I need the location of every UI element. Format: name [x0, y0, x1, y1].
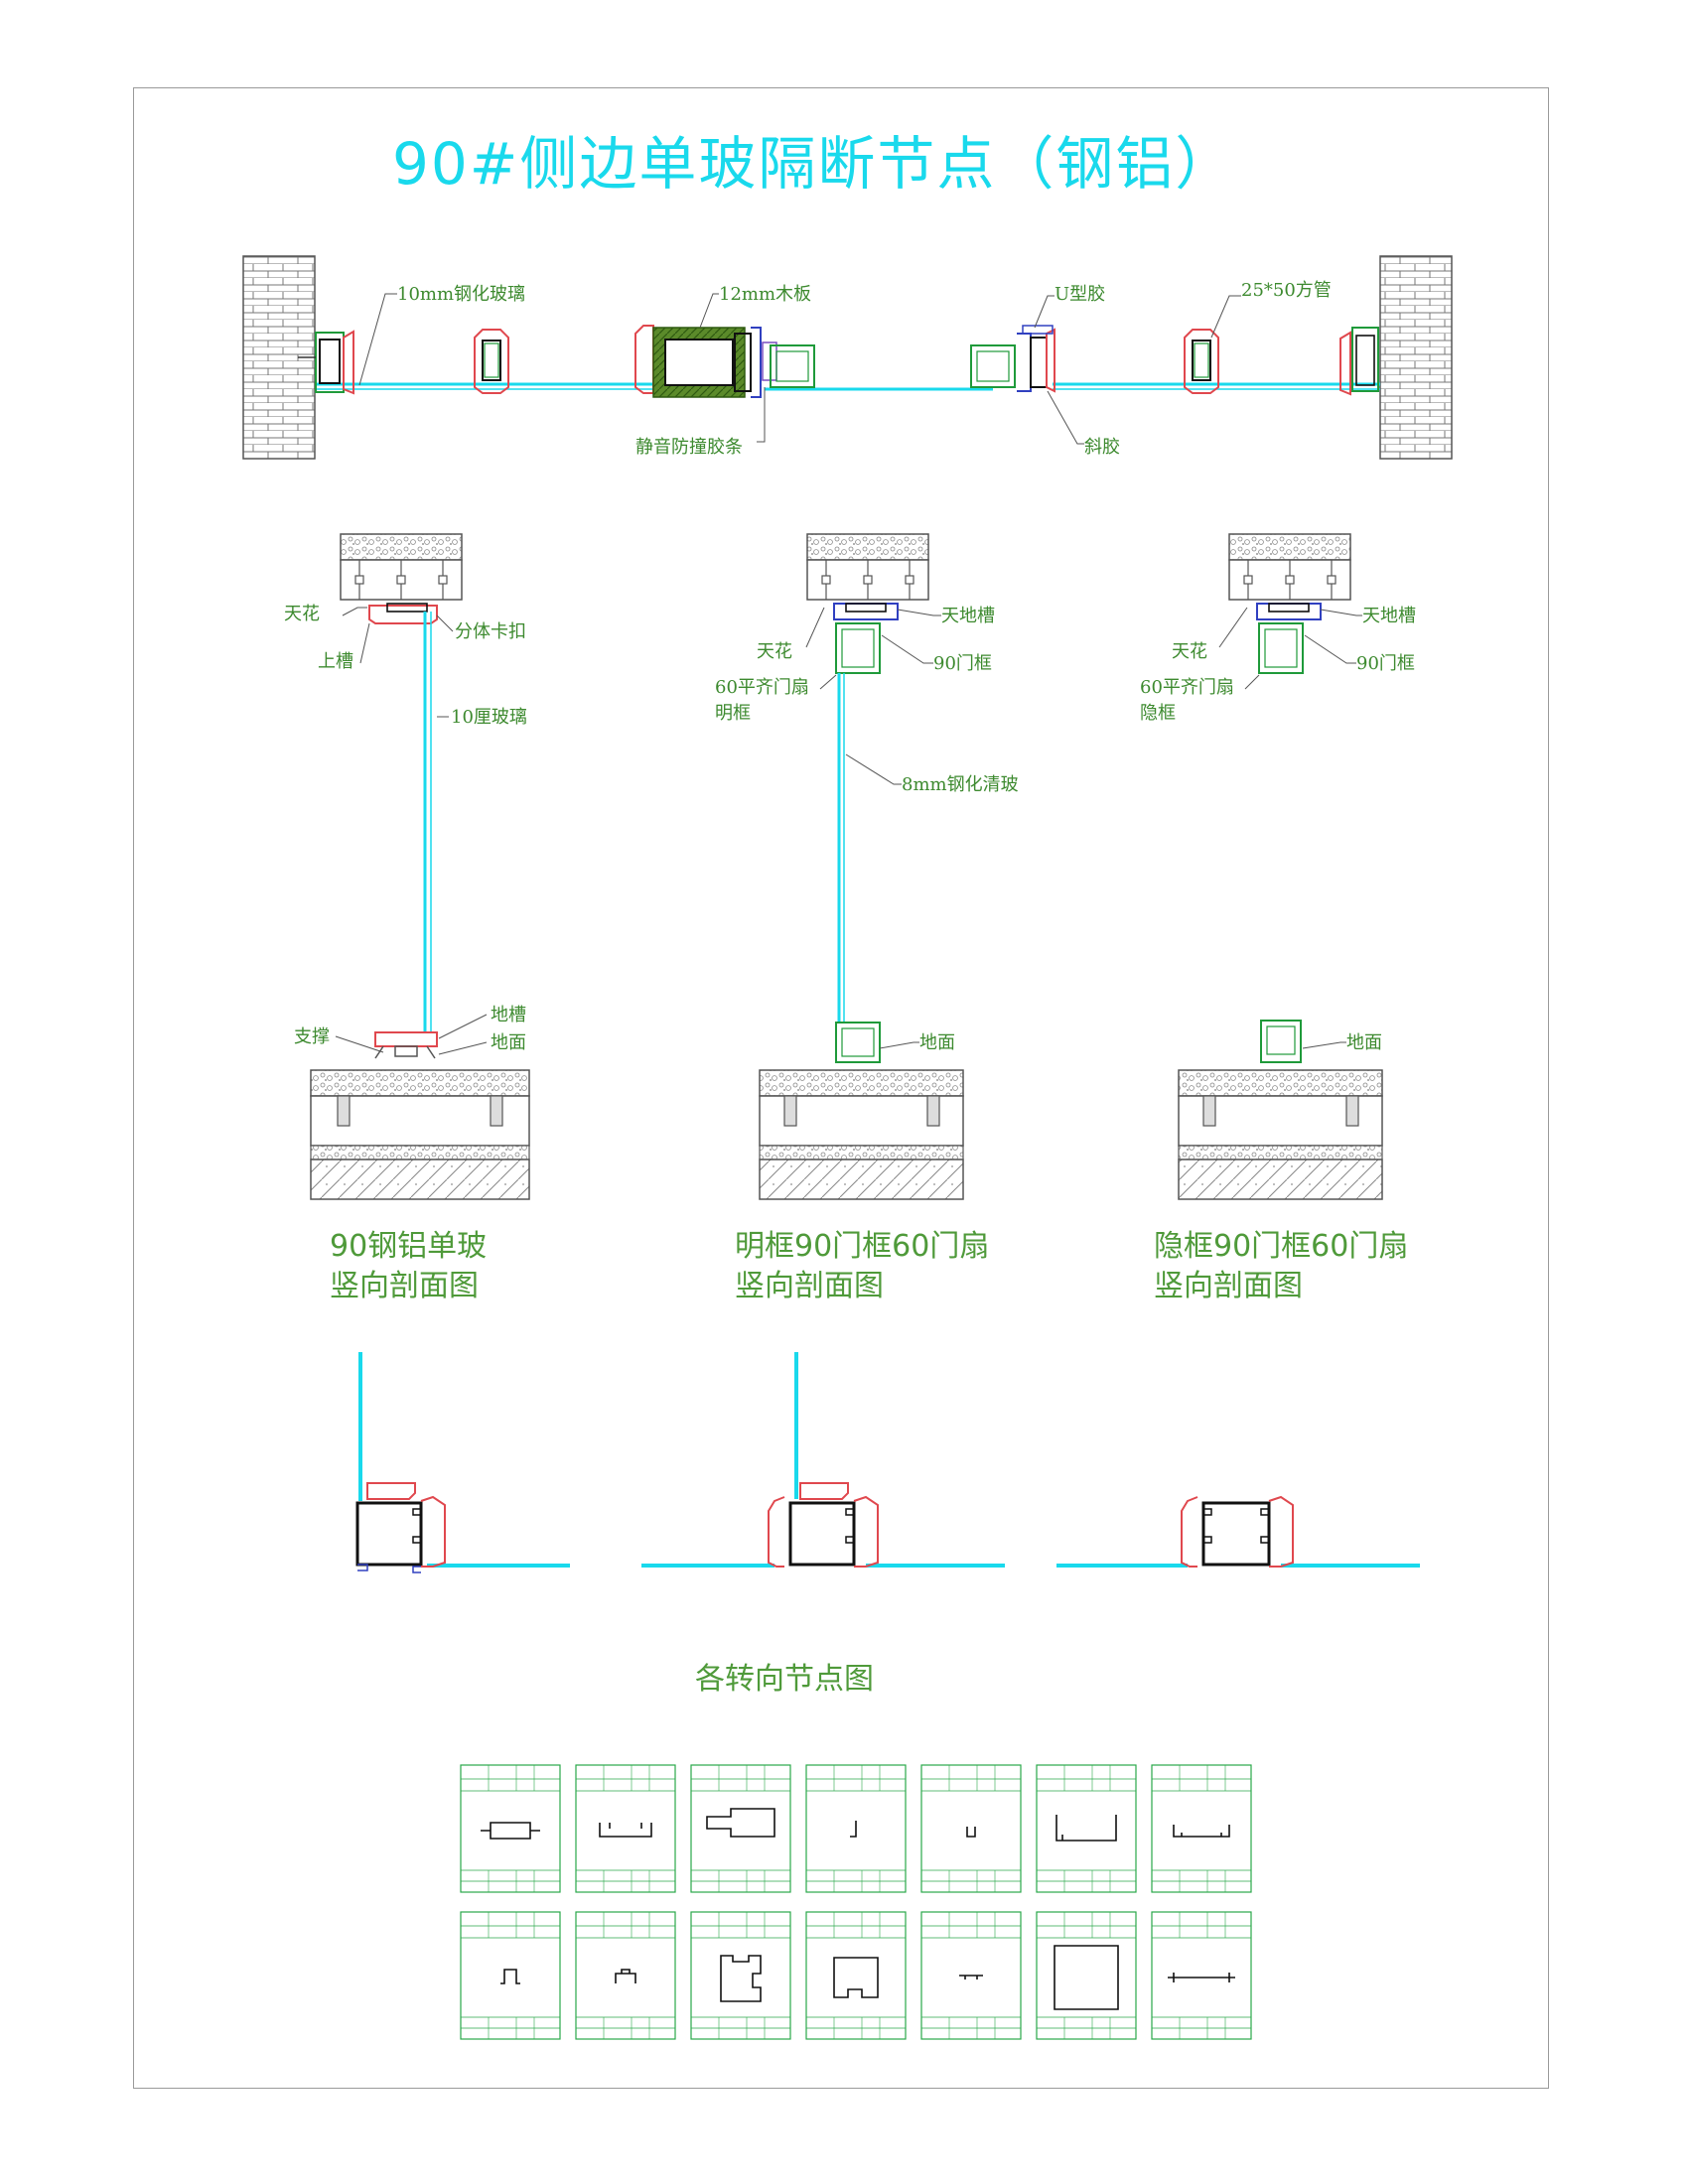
profile-card: [920, 1911, 1022, 2040]
profile-card: [460, 1911, 561, 2040]
s3-label-door-line2: 隐框: [1140, 703, 1176, 724]
s3-caption: 隐框90门框60门扇 竖向剖面图: [1154, 1227, 1408, 1306]
profile-catalog-grid: [460, 1764, 1252, 2040]
s1-caption: 90钢铝单玻 竖向剖面图: [330, 1227, 487, 1306]
label-bevel: 斜胶: [1084, 437, 1120, 458]
label-board12: 12mm木板: [719, 284, 811, 305]
s2-label-ceiling: 天花: [757, 641, 792, 662]
s2-caption: 明框90门框60门扇 竖向剖面图: [735, 1227, 989, 1306]
s2-caption-line1: 明框90门框60门扇: [735, 1229, 990, 1264]
wall-right: [1379, 255, 1453, 460]
page-title: 90#侧边单玻隔断节点（钢铝）: [392, 130, 1235, 198]
s2-label-frame90: 90门框: [933, 653, 992, 674]
section-1: 天花 上槽 分体卡扣 10厘玻璃 支撑 地槽 地面: [284, 533, 530, 1200]
label-tube: 25*50方管: [1241, 280, 1332, 301]
s3-caption-line2: 竖向剖面图: [1154, 1269, 1303, 1303]
s2-door-frame: [835, 622, 881, 674]
plan-wood-board-module: [634, 325, 815, 398]
profile-card: [1151, 1764, 1252, 1893]
s2-ceiling-slab: [806, 533, 929, 561]
plan-profile-wall-left: [298, 330, 354, 395]
label-u-gasket: U型胶: [1055, 284, 1105, 305]
label-glass10: 10mm钢化玻璃: [397, 284, 525, 305]
profile-card: [690, 1764, 791, 1893]
section-3: 天地槽 天花 90门框 60平齐门扇 隐框 地面: [1140, 533, 1416, 1200]
s3-label-frame90: 90门框: [1356, 653, 1415, 674]
s1-label-ceiling: 天花: [284, 604, 320, 624]
profile-card: [805, 1764, 907, 1893]
s2-door-bottom: [835, 1022, 881, 1063]
profile-card: [1036, 1911, 1137, 2040]
label-silent-strip: 静音防撞胶条: [635, 437, 743, 458]
corner-detail-1: [355, 1352, 570, 1573]
s2-floor-slab: [759, 1069, 964, 1097]
s2-label-track: 天地槽: [941, 606, 995, 626]
profile-card: [805, 1911, 907, 2040]
profile-card: [690, 1911, 791, 2040]
s2-label-door-line2: 明框: [715, 703, 751, 724]
s3-label-track: 天地槽: [1362, 606, 1416, 626]
s1-floor-slab: [310, 1069, 530, 1097]
profile-card: [575, 1764, 676, 1893]
s1-label-glass: 10厘玻璃: [451, 707, 527, 728]
s1-caption-line2: 竖向剖面图: [330, 1269, 479, 1303]
s3-label-ceiling: 天花: [1172, 641, 1207, 662]
s2-caption-line2: 竖向剖面图: [735, 1269, 884, 1303]
plan-profile-wall-right: [1339, 327, 1379, 396]
corner-detail-3: [1056, 1495, 1420, 1568]
plan-tube-profile-2: [1184, 329, 1219, 394]
s1-label-floor: 地面: [491, 1032, 526, 1053]
s1-ceiling-slab: [340, 533, 463, 561]
s1-label-support: 支撑: [294, 1026, 330, 1047]
s3-label-door-line1: 60平齐门扇: [1140, 677, 1234, 698]
s2-label-floor: 地面: [919, 1032, 955, 1053]
s3-floor-slab: [1178, 1069, 1383, 1097]
profile-card: [1151, 1911, 1252, 2040]
plan-view: 10mm钢化玻璃 12mm木板 U型胶 25*50方管 静音防撞胶条 斜胶: [242, 255, 1453, 460]
plan-door-module: [970, 325, 1055, 393]
section-2: 天地槽 天花 90门框 60平齐门扇 明框 8mm钢化清玻 地面: [715, 533, 1019, 1200]
s3-caption-line1: 隐框90门框60门扇: [1154, 1229, 1409, 1264]
s2-label-door-line1: 60平齐门扇: [715, 677, 809, 698]
profile-card: [575, 1911, 676, 2040]
s3-label-floor: 地面: [1346, 1032, 1382, 1053]
s3-door-bottom: [1260, 1020, 1302, 1063]
s2-label-glass: 8mm钢化清玻: [902, 774, 1019, 795]
profile-card: [460, 1764, 561, 1893]
corner-detail-2: [641, 1352, 1005, 1568]
s1-caption-line1: 90钢铝单玻: [330, 1229, 488, 1264]
s3-ceiling-slab: [1228, 533, 1351, 561]
s1-label-split-clip: 分体卡扣: [455, 621, 526, 642]
drawing-frame: [133, 87, 1549, 2089]
profile-card: [920, 1764, 1022, 1893]
s1-label-floor-channel: 地槽: [491, 1005, 526, 1025]
s1-floor-channel: [374, 1031, 438, 1047]
plan-tube-profile-1: [474, 329, 509, 394]
s3-door-frame: [1258, 622, 1304, 674]
profile-card: [1036, 1764, 1137, 1893]
corner-caption: 各转向节点图: [695, 1662, 874, 1697]
s1-label-top-channel: 上槽: [318, 651, 353, 672]
